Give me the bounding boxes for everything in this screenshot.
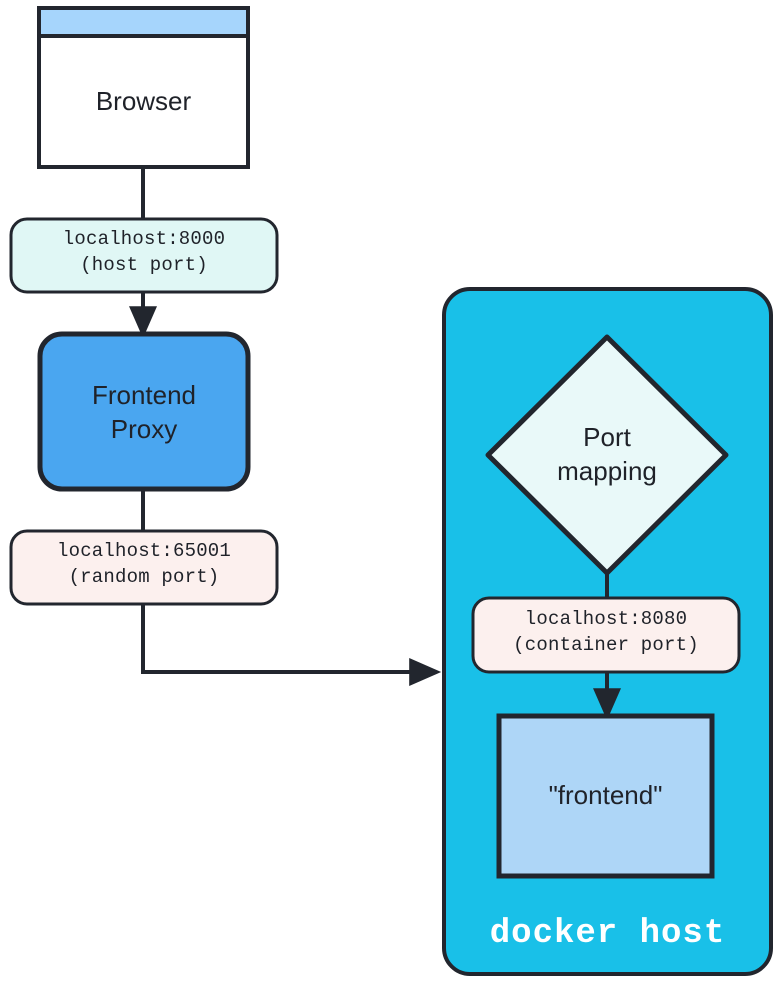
- frontend-proxy-box[interactable]: [37, 331, 251, 492]
- frontend-container-box[interactable]: [496, 713, 715, 879]
- host-port-pill[interactable]: [9, 217, 279, 294]
- browser-titlebar: [41, 10, 246, 36]
- edge-random-port-to-docker-host: [141, 604, 442, 686]
- random-port-pill[interactable]: [9, 529, 279, 606]
- container-port-pill[interactable]: [471, 596, 741, 674]
